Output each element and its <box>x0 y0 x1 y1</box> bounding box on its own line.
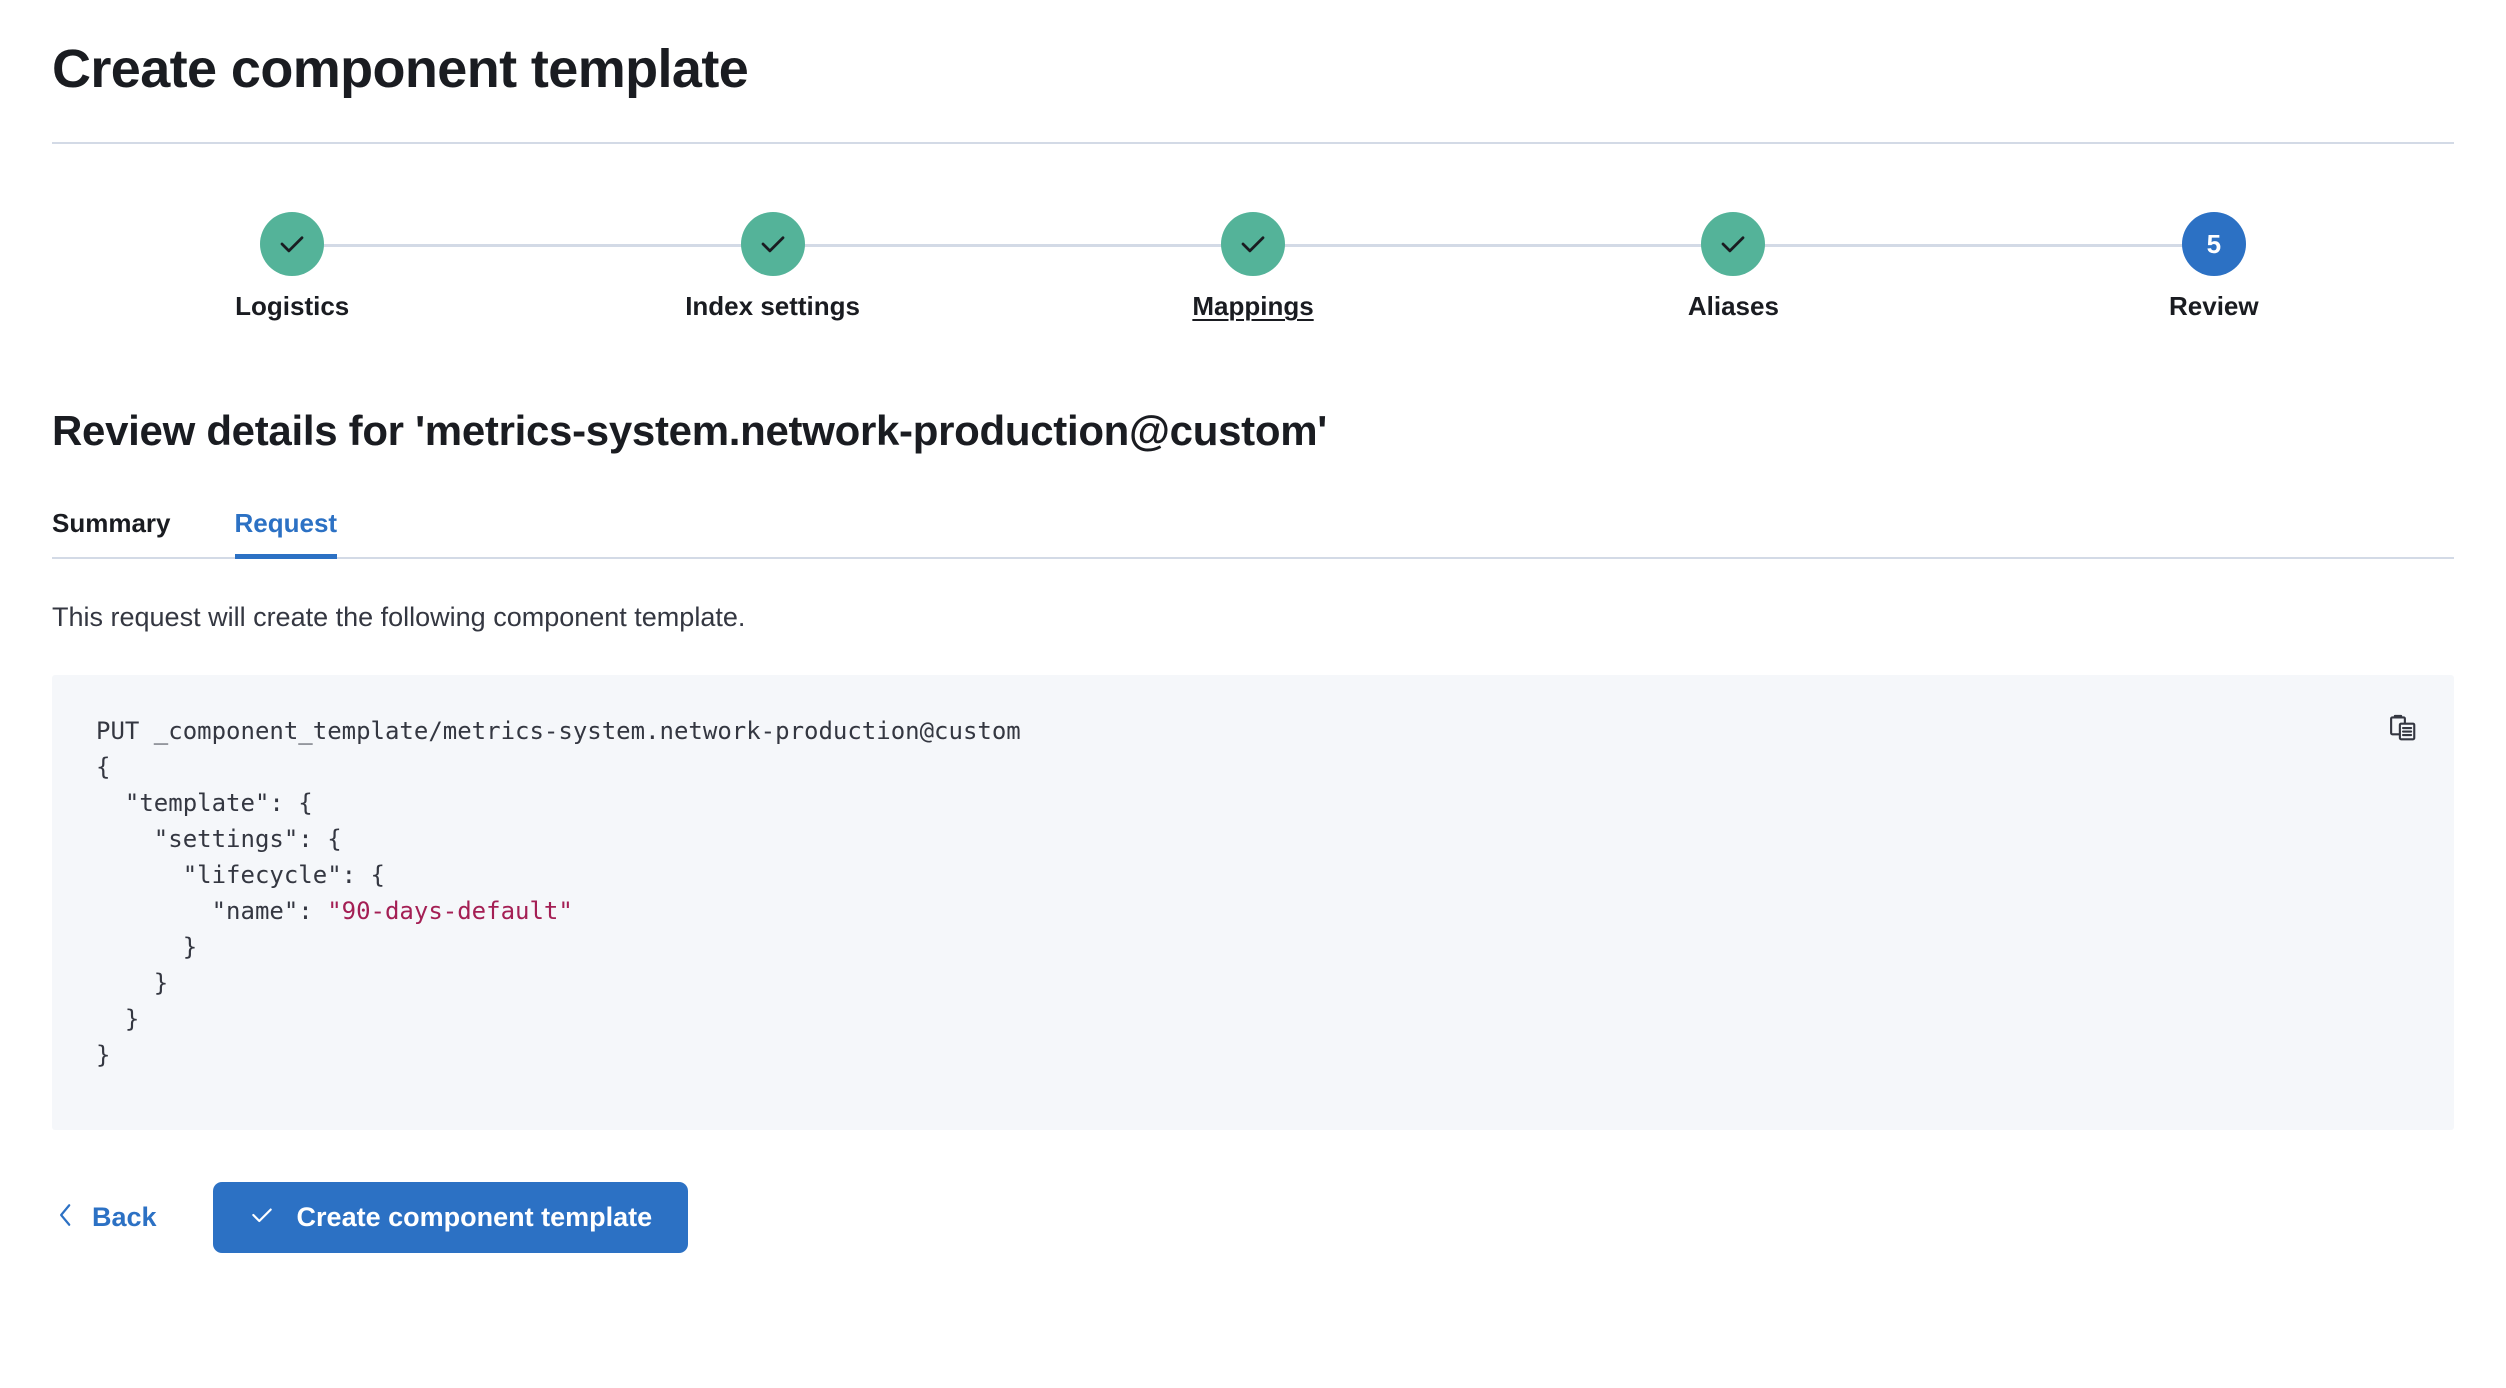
review-details-heading: Review details for 'metrics-system.netwo… <box>52 406 1327 454</box>
step-status-complete-icon <box>1221 212 1286 277</box>
stepper-label-logistics: Logistics <box>235 291 350 322</box>
request-code-content: PUT _component_template/metrics-system.n… <box>96 713 2394 1073</box>
stepper-label-aliases: Aliases <box>1687 291 1779 322</box>
clipboard-copy-icon[interactable] <box>2380 705 2426 751</box>
back-button-label: Back <box>92 1202 157 1233</box>
header-divider <box>52 142 2454 145</box>
tab-summary[interactable]: Summary <box>52 508 193 557</box>
step-status-complete-icon <box>260 212 325 277</box>
stepper-step-aliases[interactable]: Aliases <box>1253 212 1973 324</box>
stepper-label-index-settings: Index settings <box>685 291 861 322</box>
request-description: This request will create the following c… <box>52 602 746 633</box>
wizard-footer: Back Create component template <box>52 1182 2454 1254</box>
code-string-value: "90-days-default" <box>327 897 573 926</box>
check-icon <box>1718 229 1748 259</box>
create-component-template-button[interactable]: Create component template <box>212 1182 689 1254</box>
step-status-current: 5 <box>2181 212 2246 277</box>
back-button[interactable]: Back <box>52 1196 161 1239</box>
stepper-step-logistics[interactable]: Logistics <box>52 212 532 324</box>
stepper-label-mappings[interactable]: Mappings <box>1192 291 1314 322</box>
step-connector <box>292 244 773 248</box>
request-code-block: PUT _component_template/metrics-system.n… <box>52 675 2454 1131</box>
stepper-step-mappings[interactable]: Mappings <box>772 212 1493 324</box>
create-component-template-button-label: Create component template <box>296 1202 653 1233</box>
stepper-step-index-settings[interactable]: Index settings <box>292 212 1012 324</box>
check-icon <box>1238 229 1268 259</box>
step-connector <box>1733 244 2214 248</box>
check-icon <box>758 229 788 259</box>
stepper-step-review[interactable]: 5 Review <box>1733 212 2454 324</box>
check-icon <box>249 1202 275 1233</box>
code-body: { "template": { "settings": { "lifecycle… <box>96 753 573 1070</box>
step-connector <box>772 244 1254 248</box>
tab-request[interactable]: Request <box>234 508 360 560</box>
review-tabs: Summary Request <box>52 508 2454 560</box>
request-line: PUT _component_template/metrics-system.n… <box>96 717 1021 746</box>
page-title: Create component template <box>52 39 749 99</box>
step-number: 5 <box>2206 229 2222 260</box>
chevron-left-icon <box>56 1202 76 1233</box>
step-status-complete-icon <box>740 212 805 277</box>
check-icon <box>277 229 307 259</box>
step-connector <box>1253 244 1734 248</box>
wizard-stepper: Logistics Index settings Mappings <box>52 212 2454 324</box>
step-status-complete-icon <box>1701 212 1766 277</box>
stepper-label-review: Review <box>2169 291 2259 322</box>
